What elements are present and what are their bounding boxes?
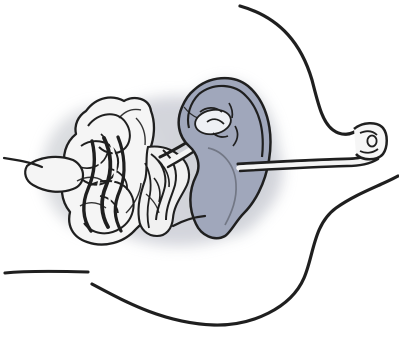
left-inlet-loop	[25, 157, 83, 192]
right-clip	[354, 123, 387, 159]
body-outline-bottom-left	[5, 271, 88, 273]
